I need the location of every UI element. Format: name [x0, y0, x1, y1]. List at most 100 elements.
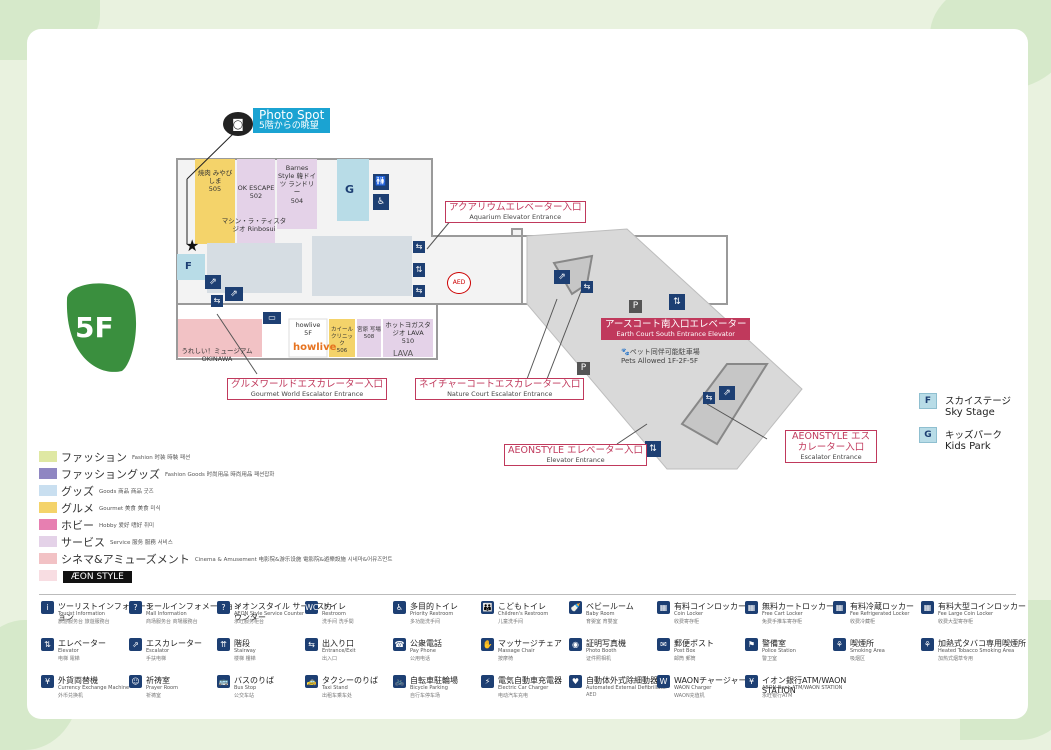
facility-en: Priority Restroom — [410, 611, 454, 617]
photo-spot-label: Photo Spot 5階からの眺望 — [253, 108, 331, 134]
lava-block — [383, 319, 433, 357]
bus-icon: ▭ — [263, 312, 281, 324]
accessible-icon: ♿ — [373, 194, 389, 210]
facility-jp: こどもトイレ — [498, 602, 546, 611]
pets-en: Pets Allowed 1F-2F-5F — [621, 357, 699, 365]
entrance-icon: ⇆ — [581, 281, 593, 293]
facility-sub: 免费手推车寄存柜 — [762, 619, 803, 625]
facility-en: Heated Tobacco Smoking Area — [938, 648, 1015, 654]
legend-row: ファッショングッズ Fashion Goods 时尚用品 時尚用品 패션잡화 — [39, 466, 274, 481]
legend-en: Goods 商品 商品 굿즈 — [99, 488, 154, 495]
facility-en: Bicycle Parking — [410, 685, 448, 691]
facility-jp: ツーリストインフォメーション — [58, 602, 154, 622]
lava-logo: LAVA — [393, 349, 414, 358]
south-row-outline — [176, 303, 438, 360]
facility-en: Photo Booth — [586, 648, 617, 654]
shop-label: マシン・ラ・ティスタジオ Rinbosui — [221, 217, 287, 234]
callout-jp: アースコート南入口エレベーター — [605, 319, 747, 330]
callout-jp: ネイチャーコートエスカレーター入口 — [419, 379, 581, 390]
legend-swatch — [39, 468, 57, 479]
leader-line — [706, 403, 768, 440]
entrance-icon: ⇆ — [211, 295, 223, 307]
facility-icon: WC — [305, 601, 319, 614]
facility-en: Fee Refrigerated Locker — [850, 611, 910, 617]
legend-en: Cinema & Amusement 电影院&游乐设施 電影院&遊樂設施 시네마… — [194, 556, 393, 563]
central-block — [312, 236, 412, 296]
elevator-icon: ⇅ — [669, 294, 685, 310]
facility-icon: ▦ — [833, 601, 846, 614]
facility-sub: 电动汽车充电 — [498, 693, 529, 699]
facility-icon: ✋ — [481, 638, 494, 651]
legend-swatch — [39, 485, 57, 496]
facility-sub: 育婴室 育嬰室 — [586, 619, 618, 625]
facility-sub: 永旺服务柜台 — [234, 619, 265, 625]
facility-en: Prayer Room — [146, 685, 178, 691]
facility-icon: 🚕 — [305, 675, 318, 688]
facility-sub: 楼梯 樓梯 — [234, 656, 256, 662]
callout-earth-court-elevator: アースコート南入口エレベーター Earth Court South Entran… — [601, 318, 751, 341]
aeonstyle-escalator-block — [680, 363, 769, 446]
facility-en: Coin Locker — [674, 611, 704, 617]
key-box: G — [919, 427, 937, 443]
facility-icon: ◉ — [569, 638, 582, 651]
facility-jp: 有料大型コインロッカー — [938, 602, 1026, 611]
legend-jp: グルメ — [61, 501, 94, 515]
leader-line — [616, 423, 648, 445]
legend-row — [39, 568, 66, 583]
key-jp: キッズパーク — [945, 430, 1003, 441]
facility-en: Post Box — [674, 648, 696, 654]
facility-icon: ¥ — [41, 675, 54, 688]
facility-sub: 自行车停车场 — [410, 693, 441, 699]
facility-jp: 郵便ポスト — [674, 639, 714, 648]
elevator-icon: ⇅ — [645, 441, 661, 457]
facility-icon: ⚘ — [833, 638, 846, 651]
facility-en: Smoking Area — [850, 648, 885, 654]
floor-map-svg: ★ — [66, 131, 803, 470]
key-box: F — [919, 393, 937, 409]
facility-sub: 警卫室 — [762, 656, 778, 662]
facility-en: Mall Information — [146, 611, 187, 617]
legend-en: Fashion 时装 時裝 패션 — [132, 454, 191, 461]
facility-en: Bus Stop — [234, 685, 257, 691]
facility-en: Elevator — [58, 648, 79, 654]
sky-stage-block — [177, 254, 205, 280]
callout-en: Elevator Entrance — [546, 455, 605, 464]
facility-sub: 证件照相机 — [586, 656, 612, 662]
facility-en: Baby Room — [586, 611, 615, 617]
escalator-icon: ⇗ — [225, 287, 243, 301]
facility-jp: イオン銀行ATM/WAON STATION — [762, 676, 847, 695]
escalator-icon: ⇗ — [205, 275, 221, 289]
facility-jp: ベビールーム — [586, 602, 634, 611]
facility-icon: ⇆ — [305, 638, 318, 651]
facility-jp: エスカレーター — [146, 639, 202, 648]
facility-icon: ▦ — [921, 601, 934, 614]
facility-sub: 加热式烟草专用 — [938, 656, 974, 662]
facility-en: AEON Style Service Counter — [234, 611, 305, 617]
legend-jp: ファッショングッズ — [61, 467, 160, 481]
facility-en: Massage Chair — [498, 648, 535, 654]
facility-jp: 証明写真機 — [586, 639, 626, 648]
facility-icon: W — [657, 675, 670, 688]
legend-en: Fashion Goods 时尚用品 時尚用品 패션잡화 — [165, 471, 275, 478]
legend-swatch — [39, 451, 57, 462]
legend-swatch — [39, 502, 57, 513]
callout-en: Gourmet World Escalator Entrance — [250, 389, 364, 398]
facility-sub: 洗手间 洗手間 — [322, 619, 354, 625]
facility-icon: ? — [217, 601, 230, 614]
facility-icon: i — [41, 601, 54, 614]
callout-jp: AEONSTYLE エレベーター入口 — [508, 445, 644, 456]
facility-en: Restroom — [322, 611, 346, 617]
